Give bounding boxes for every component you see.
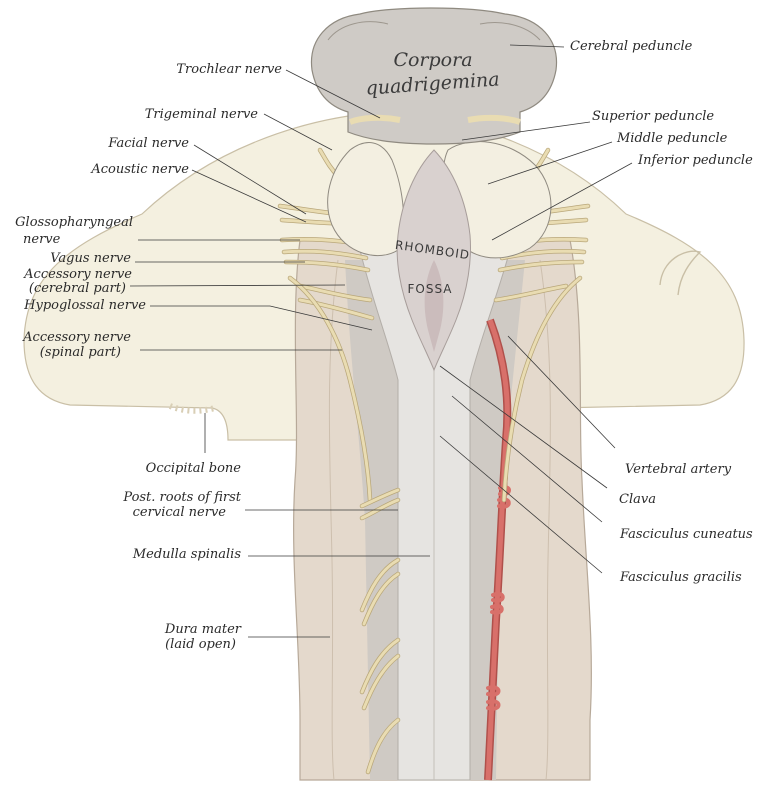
label-post-roots-2: cervical nerve [133,505,227,520]
label-medulla-spinalis: Medulla spinalis [132,547,241,562]
label-dura-mater-2: (laid open) [165,637,236,652]
fossa-highlight [424,260,444,352]
corpora-quadrigemina-shape [310,7,558,145]
label-trochlear-nerve: Trochlear nerve [176,62,282,77]
label-accessory-spinal-2: (spinal part) [40,345,121,360]
label-glossopharyngeal-nerve-2: nerve [23,232,61,247]
label-acoustic-nerve: Acoustic nerve [90,162,189,177]
label-fasciculus-gracilis: Fasciculus gracilis [619,570,742,585]
label-superior-peduncle: Superior peduncle [592,109,714,124]
midbrain-lobe-line-l [327,21,389,41]
label-middle-peduncle: Middle peduncle [616,131,728,146]
right-channel [468,260,525,780]
label-facial-nerve: Facial nerve [107,136,189,151]
superior-peduncle-band-r [467,114,521,125]
rhomboid-fossa [396,149,471,372]
midbrain-lobe-line [479,22,541,41]
dura-inner-left [328,259,339,781]
label-fasciculus-cuneatus: Fasciculus cuneatus [619,527,753,542]
leader-lines [129,44,633,638]
vertebral-artery-fill [485,319,510,781]
label-clava: Clava [619,492,656,507]
label-post-roots-1: Post. roots of first [122,490,241,505]
label-inferior-peduncle: Inferior peduncle [637,153,753,168]
superior-peduncle-band [348,114,401,125]
medulla-spinalis [359,249,511,781]
label-occipital-bone: Occipital bone [146,461,242,476]
corpora-label-1: Corpora [393,49,472,71]
label-accessory-cerebral-1: Accessory nerve [23,267,132,282]
label-dura-mater-1: Dura mater [164,622,242,637]
label-trigeminal-nerve: Trigeminal nerve [145,107,259,122]
right-bone-hook [659,250,702,296]
label-vertebral-artery: Vertebral artery [625,462,732,477]
fossa-label: FOSSA [407,282,452,296]
label-accessory-cerebral-2: (cerebral part) [29,281,126,296]
dura-inner-right [539,259,551,781]
label-accessory-spinal-1: Accessory nerve [22,330,131,345]
label-cerebral-peduncle: Cerebral peduncle [570,39,693,54]
label-vagus-nerve: Vagus nerve [50,251,131,266]
label-glossopharyngeal-nerve-1: Glossopharyngeal [15,215,133,230]
label-hypoglossal-nerve: Hypoglossal nerve [23,298,146,313]
left-spinal-roots [359,487,401,775]
